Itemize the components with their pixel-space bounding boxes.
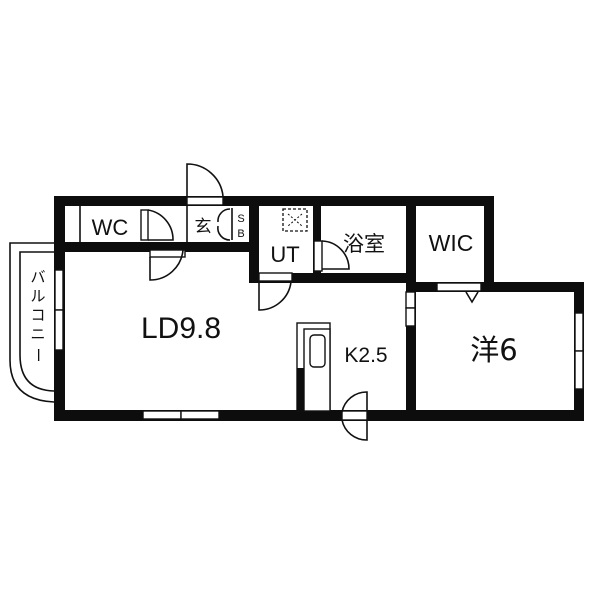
- wall-top-right: [250, 196, 494, 206]
- ut-door-swing[interactable]: [258, 281, 292, 311]
- wall-top-left: [54, 196, 260, 206]
- ld-window-4: [54, 309, 64, 351]
- label-shoe-box-b: B: [237, 228, 244, 240]
- wall-ut-bottom: [249, 273, 415, 283]
- shoe-box-doors[interactable]: [217, 208, 231, 241]
- label-entrance: 玄: [195, 217, 212, 237]
- wall-bottom: [54, 410, 584, 421]
- back-door-frame: [341, 410, 368, 421]
- label-kitchen: K2.5: [344, 344, 387, 367]
- bath-door-swing[interactable]: [321, 240, 350, 270]
- western-door-2[interactable]: [405, 307, 416, 327]
- label-balcony-5: ー: [29, 347, 47, 362]
- front-door-frame: [186, 196, 224, 206]
- label-balcony-2: ル: [30, 287, 45, 305]
- wall-wc-bottom: [54, 242, 260, 252]
- wc-door-swing[interactable]: [147, 209, 174, 241]
- label-wic: WIC: [429, 230, 474, 256]
- wall-wic-right: [484, 196, 494, 292]
- label-wc: WC: [92, 215, 129, 240]
- washer-pan: [282, 208, 308, 232]
- room-bath: [321, 206, 406, 273]
- kitchen-wall-stub: [297, 368, 304, 411]
- label-shoe-box-s: S: [237, 213, 244, 225]
- wic-door[interactable]: [436, 282, 482, 292]
- balcony-inner: [19, 251, 55, 392]
- ld-door-swing[interactable]: [149, 249, 184, 281]
- label-utility: UT: [270, 242, 299, 267]
- wall-ut-bath: [313, 196, 321, 276]
- ld-window-2: [180, 410, 220, 420]
- wall-entrance-right: [249, 196, 259, 282]
- back-door-swing[interactable]: [341, 391, 368, 441]
- ld-window-3: [54, 269, 64, 311]
- ld-window-1: [142, 410, 182, 420]
- bath-door-frame: [313, 240, 323, 272]
- wall-step: [484, 282, 584, 292]
- label-western-room: 洋6: [470, 333, 517, 367]
- western-door-1[interactable]: [405, 291, 416, 309]
- sink: [309, 334, 326, 368]
- ut-door-frame: [258, 272, 293, 282]
- front-door-swing[interactable]: [186, 163, 224, 197]
- balcony-outer: [9, 242, 55, 403]
- room-ut: [259, 206, 313, 273]
- label-balcony-1: バ: [30, 268, 45, 286]
- western-window-2: [574, 350, 584, 390]
- wic-door-marker: [465, 291, 479, 304]
- label-balcony-3: コ: [30, 306, 45, 324]
- label-living-dining: LD9.8: [141, 312, 221, 345]
- room-wic: [416, 206, 484, 282]
- room-wc: [80, 206, 140, 242]
- western-window-1: [574, 312, 584, 352]
- label-bathroom: 浴室: [343, 232, 385, 256]
- washer-pan-x: [287, 213, 303, 227]
- wc-door-frame: [140, 209, 149, 241]
- ld-door-frame: [149, 249, 186, 258]
- label-balcony-4: ニ: [30, 325, 45, 343]
- room-entrance: [187, 206, 249, 242]
